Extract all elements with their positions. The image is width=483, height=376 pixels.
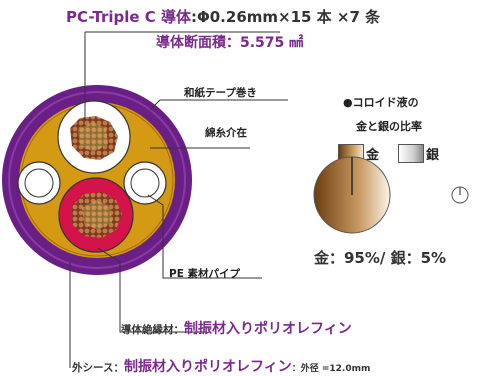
conductor-insulation-value: 制振材入りポリオレフィン <box>184 321 352 337</box>
outer-diameter: ：外径 =12.0mm <box>291 364 371 374</box>
conductor-insulation-label: 導体絶縁材：制振材入りポリオレフィン <box>121 318 352 338</box>
silver-legend-label: 銀 <box>426 148 440 163</box>
washi-tape-label: 和紙テープ巻き <box>184 87 257 99</box>
ratio-circles <box>313 156 469 234</box>
leader-lines <box>69 31 288 368</box>
gold-legend-label: 金 <box>366 148 380 163</box>
header-title: PC-Triple C 導体:Φ0.26mm×15 本 ×7 条 <box>66 6 380 27</box>
legend-heading-line2: 金と銀の比率 <box>356 120 422 133</box>
outer-sheath-prefix: 外シース： <box>72 362 124 374</box>
legend-heading-line1: ●コロイド液の <box>343 96 419 109</box>
outer-sheath-label: 外シース：制振材入りポリオレフィン：外径 =12.0mm <box>72 356 370 376</box>
ratio-text: 金：95%/ 銀：5% <box>314 249 447 267</box>
cotton-filler-label: 綿糸介在 <box>205 127 247 139</box>
title-spec: :Φ0.26mm×15 本 ×7 条 <box>191 8 381 26</box>
pe-pipe-label: PE 素材パイプ <box>169 268 241 280</box>
cross-section-text: 導体断面積：5.575 ㎟ <box>156 35 304 51</box>
silver-swatch-icon <box>398 144 424 163</box>
outer-sheath-value: 制振材入りポリオレフィン <box>123 359 292 375</box>
title-prefix: PC-Triple C 導体 <box>66 8 191 26</box>
conductor-insulation-prefix: 導体絶縁材： <box>121 324 184 336</box>
